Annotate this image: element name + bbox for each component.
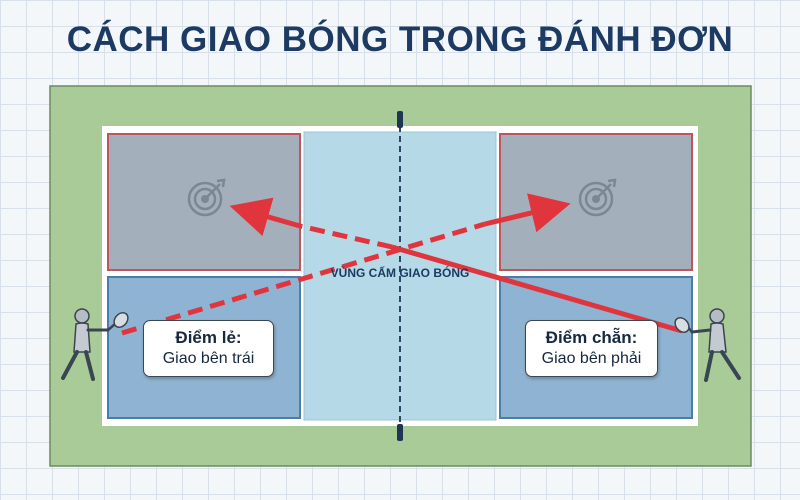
net-post-top (397, 111, 403, 128)
target-icon (578, 178, 617, 217)
callout-odd-text: Giao bên trái (162, 350, 255, 367)
callout-even-text: Giao bên phải (541, 350, 642, 367)
callout-odd-points: Điểm lẻ: Giao bên trái (143, 320, 274, 377)
player-figure (61, 308, 129, 381)
serve-path-arrow-left-target (229, 197, 301, 237)
callout-even-heading: Điểm chẵn: (545, 328, 638, 347)
player-figure (674, 308, 741, 382)
target-icon (187, 178, 226, 217)
page-title: CÁCH GIAO BÓNG TRONG ĐÁNH ĐƠN (66, 20, 734, 59)
serve-path-dashed-left (121, 221, 486, 336)
serve-path-arrow-right-target (484, 193, 571, 233)
non-volley-zone-label: VÙNG CẤM GIAO BÓNG (330, 266, 470, 280)
serve-path-solid-right (391, 244, 683, 334)
serve-path-dashed-right (299, 223, 393, 250)
callout-even-points: Điểm chẵn: Giao bên phải (525, 320, 658, 377)
callout-odd-heading: Điểm lẻ: (175, 328, 242, 347)
net-post-bottom (397, 424, 403, 441)
